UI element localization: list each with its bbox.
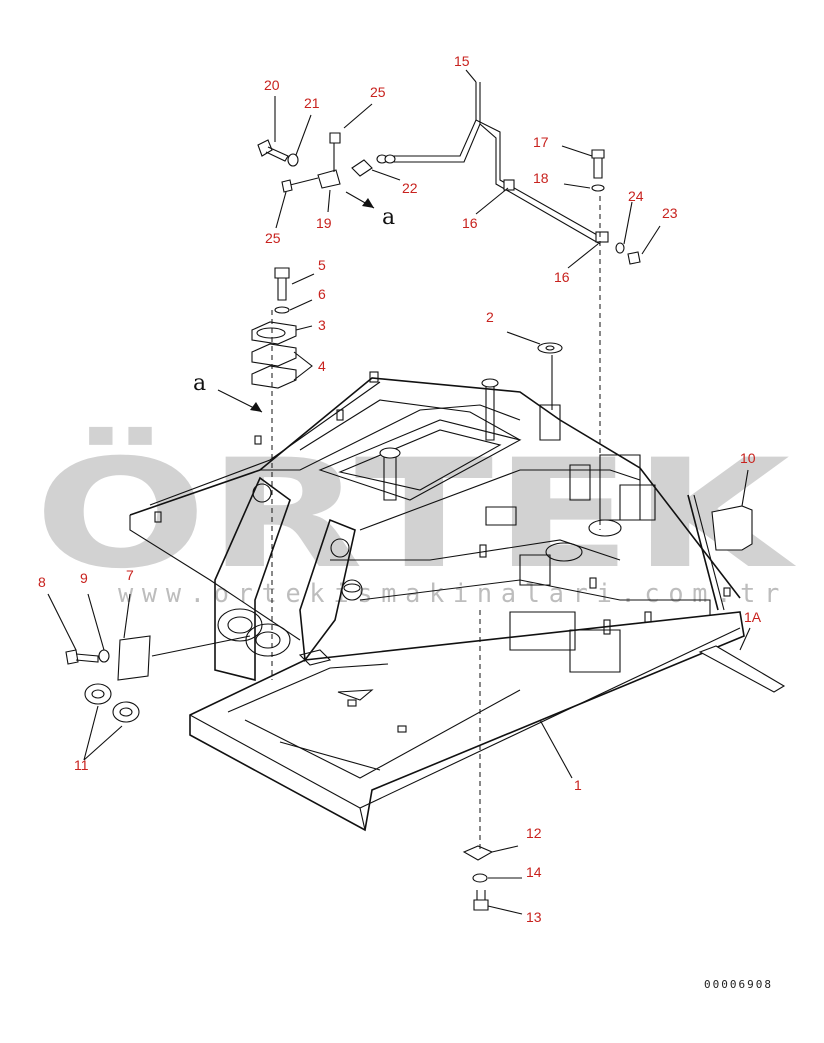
revolving-frame bbox=[129, 371, 745, 832]
callout-23: 23 bbox=[662, 205, 678, 221]
callout-17: 17 bbox=[533, 134, 549, 150]
assembly-lines bbox=[271, 196, 601, 850]
callouts: 20 21 25 15 17 18 22 19 25 16 24 23 16 5… bbox=[38, 53, 762, 925]
callout-5: 5 bbox=[318, 257, 326, 273]
callout-9: 9 bbox=[80, 570, 88, 586]
callout-4: 4 bbox=[318, 358, 326, 374]
callout-1A: 1A bbox=[744, 609, 762, 625]
callout-25: 25 bbox=[265, 230, 281, 246]
callout-11: 11 bbox=[74, 757, 89, 773]
pipe-assembly bbox=[376, 82, 609, 245]
callout-13: 13 bbox=[526, 909, 542, 925]
callout-7: 7 bbox=[126, 567, 134, 583]
callout-1: 1 bbox=[574, 777, 582, 793]
callout-14: 14 bbox=[526, 864, 542, 880]
callout-16: 16 bbox=[554, 269, 570, 285]
callout-22: 22 bbox=[402, 180, 418, 196]
fasteners bbox=[65, 132, 786, 911]
callout-19: 19 bbox=[316, 215, 332, 231]
view-marker: a a bbox=[193, 191, 395, 413]
callout-20: 20 bbox=[264, 77, 280, 93]
view-marker-letter-top: a bbox=[382, 205, 395, 230]
callout-15: 15 bbox=[454, 53, 470, 69]
callout-2: 2 bbox=[486, 309, 494, 325]
watermark-url: www.ortekismakinalari.com.tr bbox=[118, 579, 788, 609]
callout-3: 3 bbox=[318, 317, 326, 333]
callout-10: 10 bbox=[740, 450, 756, 466]
callout-8: 8 bbox=[38, 574, 46, 590]
callout-18: 18 bbox=[533, 170, 549, 186]
callout-24: 24 bbox=[628, 188, 644, 204]
callout-25: 25 bbox=[370, 84, 386, 100]
callout-16: 16 bbox=[462, 215, 478, 231]
view-marker-letter-left: a bbox=[193, 371, 206, 396]
callout-21: 21 bbox=[304, 95, 320, 111]
callout-6: 6 bbox=[318, 286, 326, 302]
watermark-brand: ÖRTEK bbox=[34, 426, 796, 602]
drawing-code: 00006908 bbox=[704, 978, 773, 991]
leader-lines bbox=[47, 69, 751, 915]
callout-12: 12 bbox=[526, 825, 542, 841]
